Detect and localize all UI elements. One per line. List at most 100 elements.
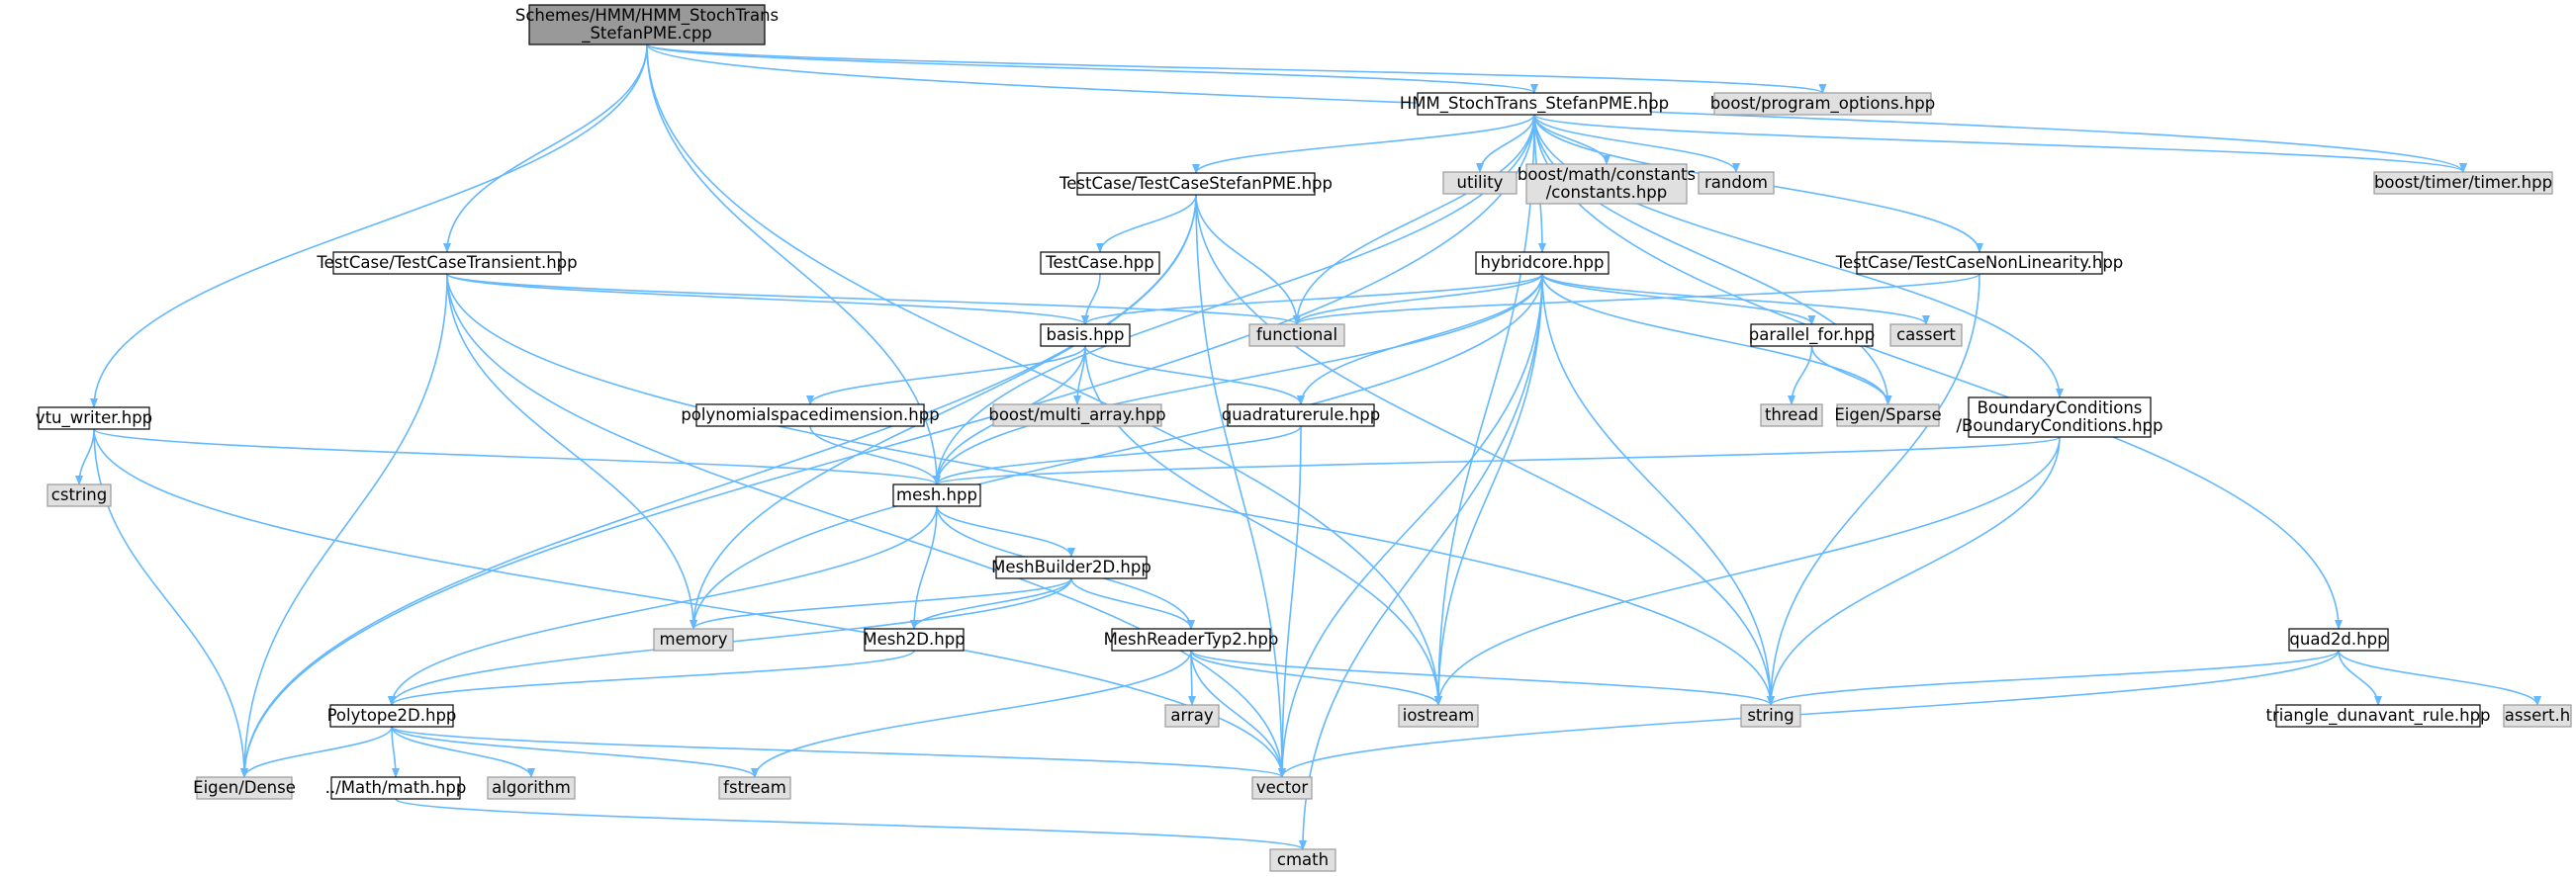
edge-polytope-to-vector xyxy=(391,726,1286,778)
edge-basis-to-polyspace xyxy=(806,345,1086,405)
edge-vtu_writer-to-cstring xyxy=(75,428,95,485)
edge-parallel_for-to-thread xyxy=(1788,345,1813,405)
node-boost_multi-label: boost/multi_array.hpp xyxy=(988,405,1165,425)
node-string-box xyxy=(1740,704,1801,728)
node-functional-label: functional xyxy=(1256,325,1337,344)
node-tc_nonlin[interactable]: TestCase/TestCaseNonLinearity.hpp xyxy=(1835,251,2124,275)
node-hybridcore-label: hybridcore.hpp xyxy=(1481,253,1605,272)
edge-boundary-to-iostream xyxy=(1434,436,2061,706)
edge-quad2d-to-triangle xyxy=(2338,650,2382,706)
node-hybridcore[interactable]: hybridcore.hpp xyxy=(1475,251,1610,275)
edge-root-to-tc_transient xyxy=(443,44,648,253)
edge-tc_transient-to-string xyxy=(446,273,1775,706)
node-vtu_writer-label: vtu_writer.hpp xyxy=(36,408,152,428)
node-hmm_hpp-label: HMM_StochTrans_StefanPME.hpp xyxy=(1400,94,1669,114)
node-array-box xyxy=(1164,704,1220,728)
edge-tc_stefan-to-vector xyxy=(1195,194,1286,778)
node-tc_nonlin-label: TestCase/TestCaseNonLinearity.hpp xyxy=(1835,253,2124,272)
node-tc_stefan-box xyxy=(1076,172,1316,196)
node-random-label: random xyxy=(1704,173,1768,192)
node-quadrule[interactable]: quadraturerule.hpp xyxy=(1222,403,1381,427)
node-eigen_sparse-label: Eigen/Sparse xyxy=(1834,405,1941,424)
edge-mesh2d-to-polytope xyxy=(388,650,915,706)
node-memory-box xyxy=(653,628,734,652)
node-meshreader[interactable]: MeshReaderTyp2.hpp xyxy=(1104,628,1279,652)
node-basis[interactable]: basis.hpp xyxy=(1040,323,1131,347)
node-thread: thread xyxy=(1760,403,1823,427)
node-cmath-box xyxy=(1269,848,1336,872)
edge-mesh-to-meshbuilder xyxy=(936,505,1075,558)
node-mesh-label: mesh.hpp xyxy=(896,485,977,504)
node-basis-label: basis.hpp xyxy=(1046,325,1124,344)
node-mesh2d[interactable]: Mesh2D.hpp xyxy=(863,628,966,652)
edge-quad2d-to-vector xyxy=(1278,650,2340,778)
edge-math-to-cmath xyxy=(395,798,1307,850)
node-testcase[interactable]: TestCase.hpp xyxy=(1040,251,1160,275)
edge-hybridcore-to-cassert xyxy=(1541,273,1930,325)
edge-hmm_hpp-to-random xyxy=(1533,114,1740,173)
edge-quad2d-to-asserth xyxy=(2338,650,2541,706)
edge-hmm_hpp-to-boost_math xyxy=(1533,114,1610,165)
dependency-nodes: Schemes/HMM/HMM_StochTrans_StefanPME.cpp… xyxy=(36,4,2572,872)
node-polyspace[interactable]: polynomialspacedimension.hpp xyxy=(681,403,940,427)
node-parallel_for-label: parallel_for.hpp xyxy=(1749,325,1875,345)
node-memory-label: memory xyxy=(660,630,728,649)
edge-tc_transient-to-functional xyxy=(446,273,1301,325)
edge-hmm_hpp-to-quad2d xyxy=(1533,114,2343,630)
edge-polytope-to-algorithm xyxy=(391,726,535,778)
node-polytope[interactable]: Polytope2D.hpp xyxy=(327,704,457,728)
edge-parallel_for-to-eigen_sparse xyxy=(1810,345,1892,405)
edge-polytope-to-eigen_dense xyxy=(240,726,393,778)
node-parallel_for-box xyxy=(1750,323,1874,347)
node-boundary[interactable]: BoundaryConditions/BoundaryConditions.hp… xyxy=(1956,396,2163,438)
node-polyspace-box xyxy=(695,403,925,427)
node-quad2d[interactable]: quad2d.hpp xyxy=(2288,628,2389,652)
node-eigen_dense-label: Eigen/Dense xyxy=(193,778,296,797)
edge-hybridcore-to-memory xyxy=(690,273,1543,630)
node-algorithm-label: algorithm xyxy=(492,778,571,797)
node-root-label: Schemes/HMM/HMM_StochTrans xyxy=(515,6,779,26)
edge-hmm_hpp-to-iostream xyxy=(1434,114,1535,706)
node-boost_po-box xyxy=(1713,92,1932,116)
edge-meshbuilder-to-meshreader xyxy=(1070,577,1195,630)
node-math[interactable]: ../Math/math.hpp xyxy=(325,776,467,800)
node-cstring-label: cstring xyxy=(51,485,107,504)
node-cstring-box xyxy=(46,483,112,507)
node-triangle[interactable]: triangle_dunavant_rule.hpp xyxy=(2265,704,2491,728)
node-boost_timer-label: boost/timer/timer.hpp xyxy=(2374,173,2552,192)
node-tc_stefan[interactable]: TestCase/TestCaseStefanPME.hpp xyxy=(1058,172,1333,196)
edge-hybridcore-to-cmath xyxy=(1299,273,1543,850)
node-boost_timer: boost/timer/timer.hpp xyxy=(2373,171,2553,195)
node-tc_stefan-label: TestCase/TestCaseStefanPME.hpp xyxy=(1058,174,1333,193)
node-cstring: cstring xyxy=(46,483,112,507)
node-eigen_dense: Eigen/Dense xyxy=(193,776,296,800)
node-tc_transient[interactable]: TestCase/TestCaseTransient.hpp xyxy=(316,251,578,275)
edge-hybridcore-to-string xyxy=(1541,273,1775,706)
node-mesh[interactable]: mesh.hpp xyxy=(892,483,981,507)
edge-hybridcore-to-iostream xyxy=(1434,273,1543,706)
node-eigen_sparse: Eigen/Sparse xyxy=(1834,403,1942,427)
node-meshbuilder[interactable]: MeshBuilder2D.hpp xyxy=(991,556,1151,579)
node-vtu_writer[interactable]: vtu_writer.hpp xyxy=(36,406,152,430)
edge-tc_transient-to-basis xyxy=(446,273,1089,325)
edge-boundary-to-mesh xyxy=(933,436,2061,485)
node-utility-box xyxy=(1442,171,1518,195)
node-vector-box xyxy=(1251,776,1313,800)
node-root[interactable]: Schemes/HMM/HMM_StochTrans_StefanPME.cpp xyxy=(515,4,779,45)
node-iostream-label: iostream xyxy=(1403,706,1475,725)
node-boundary-box xyxy=(1968,396,2152,438)
node-fstream: fstream xyxy=(718,776,791,800)
node-polytope-label: Polytope2D.hpp xyxy=(327,706,457,725)
node-hmm_hpp[interactable]: HMM_StochTrans_StefanPME.hpp xyxy=(1400,92,1669,116)
node-mesh2d-label: Mesh2D.hpp xyxy=(863,630,965,649)
node-boost_math-label: /constants.hpp xyxy=(1546,183,1668,202)
node-cassert-label: cassert xyxy=(1896,325,1956,344)
edge-meshbuilder-to-mesh2d xyxy=(910,577,1072,630)
node-testcase-label: TestCase.hpp xyxy=(1045,253,1154,272)
node-string-label: string xyxy=(1747,706,1794,725)
node-boundary-label: /BoundaryConditions.hpp xyxy=(1956,416,2162,435)
node-parallel_for[interactable]: parallel_for.hpp xyxy=(1749,323,1875,347)
edge-hmm_hpp-to-mesh xyxy=(933,114,1535,485)
node-testcase-box xyxy=(1040,251,1160,275)
node-cassert: cassert xyxy=(1889,323,1963,347)
